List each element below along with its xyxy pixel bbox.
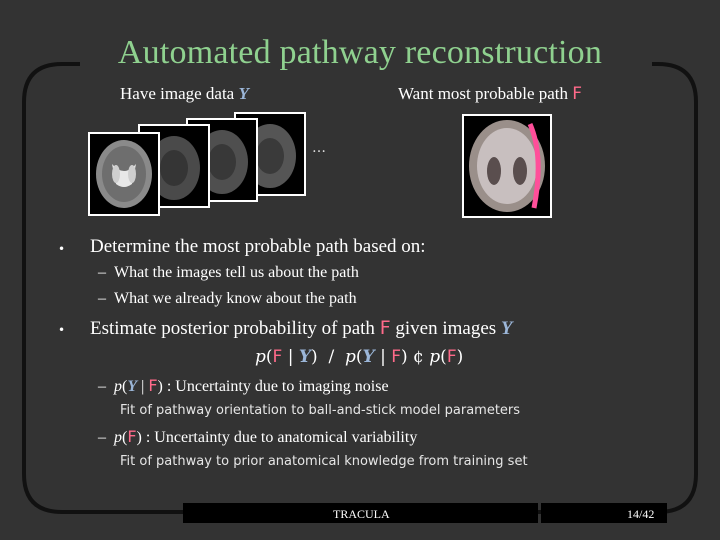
bar: | <box>374 347 392 367</box>
sub-item-text: What we already know about the path <box>114 290 357 307</box>
dash: – <box>98 290 106 307</box>
dwi-scan-1 <box>88 132 160 216</box>
bullet-text: given images <box>390 318 501 339</box>
bullet-estimate-posterior: Estimate posterior probability of path F… <box>90 317 513 340</box>
pathway-curve <box>527 122 541 209</box>
footer-title: TRACULA <box>333 507 390 521</box>
bullet-marker: • <box>58 323 66 337</box>
var-y: Y <box>362 347 375 367</box>
var-y: Y <box>500 318 513 339</box>
prior-note: Fit of pathway to prior anatomical knowl… <box>120 454 528 469</box>
likelihood-term: – p(Y | F) : Uncertainty due to imaging … <box>98 376 389 396</box>
bar: | <box>282 347 299 367</box>
formula-p: p <box>114 429 122 446</box>
footer-bar-center <box>183 503 538 523</box>
sub-item-text: What the images tell us about the path <box>114 264 359 281</box>
dash: – <box>98 264 106 281</box>
prior-term: – p(F) : Uncertainty due to anatomical v… <box>98 427 417 447</box>
bullet-text: Estimate posterior probability of path <box>90 318 380 339</box>
page-number: 14/42 <box>627 507 655 521</box>
likelihood-note: Fit of pathway orientation to ball-and-s… <box>120 403 521 418</box>
paren: ) <box>456 347 464 367</box>
formula-p: p <box>429 347 441 367</box>
image-data-header-text: Have image data <box>120 84 239 103</box>
paren: ) <box>311 347 318 367</box>
sub-item-prior-knowledge: – What we already know about the path <box>98 290 357 308</box>
product-symbol: ¢ <box>413 347 424 367</box>
likelihood-description: : Uncertainty due to imaging noise <box>162 378 389 395</box>
path-header-text: Want most probable path <box>398 84 573 103</box>
pathway-image <box>462 114 552 218</box>
var-f: F <box>148 376 158 395</box>
var-f: F <box>379 317 391 339</box>
var-f: F <box>446 347 457 367</box>
paren: ) <box>157 378 163 395</box>
var-y: Y <box>238 84 249 103</box>
path-header: Want most probable path F <box>398 84 582 104</box>
dash: – <box>98 378 106 395</box>
dash: – <box>98 429 106 446</box>
proportional-symbol: / <box>328 347 335 367</box>
paren: ( <box>355 347 363 367</box>
paren: ) <box>136 429 142 446</box>
var-f: F <box>127 427 137 446</box>
bullet-marker: • <box>58 242 66 256</box>
paren: ( <box>122 429 128 446</box>
slide-title: Automated pathway reconstruction <box>117 34 603 71</box>
bayes-formula: p(F | Y) / p(Y | F) ¢ p(F) <box>255 347 463 367</box>
var-y: Y <box>127 378 138 395</box>
footer-bar-right <box>541 503 667 523</box>
dwi-image-stack <box>88 112 318 222</box>
formula-p: p <box>114 378 122 395</box>
var-f: F <box>391 347 401 367</box>
paren: ( <box>122 378 128 395</box>
paren: ) <box>401 347 408 367</box>
var-y: Y <box>298 347 311 367</box>
sub-item-images: – What the images tell us about the path <box>98 264 359 282</box>
prior-description: : Uncertainty due to anatomical variabil… <box>141 429 418 446</box>
bullet-determine-path: Determine the most probable path based o… <box>90 236 426 257</box>
paren: ( <box>440 347 447 367</box>
formula-p: p <box>255 347 266 367</box>
var-f: F <box>272 347 283 367</box>
image-data-header: Have image data Y <box>120 84 249 104</box>
paren: ( <box>265 347 273 367</box>
formula-p: p <box>345 347 356 367</box>
var-f: F <box>572 84 583 104</box>
bar: | <box>137 378 149 395</box>
ellipsis: … <box>312 140 326 156</box>
